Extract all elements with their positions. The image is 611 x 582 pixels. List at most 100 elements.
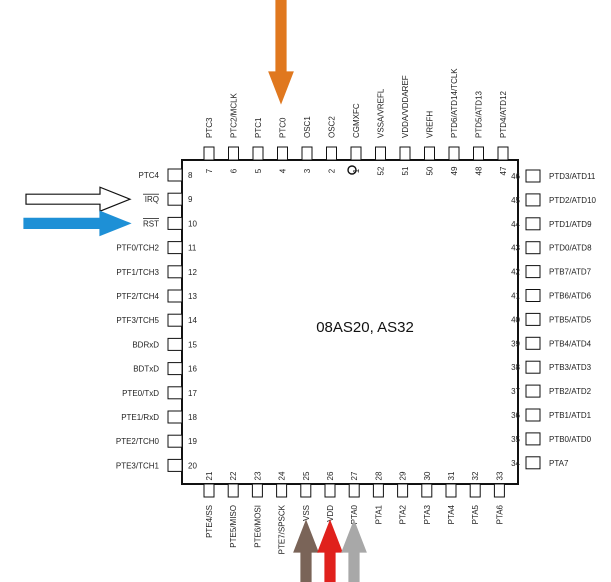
pin-number: 10	[188, 219, 197, 228]
pin-number: 23	[253, 471, 262, 480]
chip-label: 08AS20, AS32	[316, 319, 414, 336]
pin-box-left	[167, 458, 183, 472]
white-arrow-irq	[25, 186, 132, 213]
pin-box-left	[167, 362, 183, 376]
pin-number: 49	[450, 166, 459, 175]
pin-number: 17	[188, 389, 197, 398]
pin-box-bottom	[203, 483, 215, 498]
pin-number: 20	[188, 461, 197, 470]
pin-label: PTD6/ATD14/TCLK	[450, 68, 459, 138]
pin-box-top	[277, 146, 288, 161]
pin-box-bottom	[348, 483, 360, 498]
pin-label: PTF2/TCH4	[116, 292, 159, 301]
pin-number: 16	[188, 365, 197, 374]
pin-label: PTC3	[205, 117, 214, 138]
pin-number: 36	[511, 411, 520, 420]
pin-label: IRQ	[145, 195, 159, 204]
pin-label: PTF1/TCH3	[116, 268, 159, 277]
pin-label: PTD1/ATD9	[549, 220, 592, 229]
pin-box-right	[525, 336, 541, 350]
pin-label: PTB2/ATD2	[549, 387, 592, 396]
pin-box-bottom	[227, 483, 239, 498]
blue-arrow-rst	[23, 210, 132, 237]
chip-body	[181, 159, 519, 485]
pin-box-right	[525, 360, 541, 374]
pin-label: PTB3/ATD3	[549, 363, 592, 372]
pin-label: PTC2/MCLK	[230, 92, 239, 138]
pin-label: PTD4/ATD12	[499, 90, 508, 138]
red-arrow-vdd	[317, 519, 343, 582]
pin-box-top	[203, 146, 215, 161]
pin-label: VDD	[326, 505, 335, 522]
pin-box-left	[167, 216, 183, 230]
pin-box-top	[301, 146, 313, 161]
pin-box-right	[525, 193, 541, 207]
pin-number: 50	[426, 166, 435, 175]
pin-label: VDDA/VDDAREF	[401, 75, 410, 138]
pin-number: 35	[511, 435, 520, 444]
pin-label: OSC1	[303, 116, 312, 138]
pin-number: 2	[328, 168, 337, 173]
pin-box-right	[525, 384, 541, 398]
pin-label: PTD5/ATD13	[475, 90, 484, 138]
pin-number: 3	[303, 168, 312, 173]
pin-label: VREFH	[426, 111, 435, 138]
pin-label: PTE1/RxD	[121, 413, 159, 422]
pin-box-top	[497, 146, 509, 161]
pin1-marker-icon	[347, 165, 357, 175]
pin-box-left	[167, 265, 183, 279]
pin-box-left	[167, 313, 183, 327]
pin-number: 11	[188, 244, 197, 253]
pin-box-top	[228, 146, 239, 161]
pin-number: 31	[447, 471, 456, 480]
pin-number: 22	[229, 471, 238, 480]
pin-label: PTA4	[447, 504, 456, 524]
pin-label: PTA6	[495, 504, 504, 524]
pin-number: 45	[511, 196, 520, 205]
pin-number: 18	[188, 413, 197, 422]
pin-number: 34	[511, 459, 520, 468]
pin-number: 4	[279, 168, 288, 173]
orange-arrow-ptc0	[268, 0, 294, 105]
pin-box-bottom	[324, 483, 336, 498]
pin-box-right	[525, 289, 541, 302]
pin-label: PTA2	[399, 504, 408, 524]
pin-box-bottom	[493, 483, 505, 498]
pin-label: PTA7	[549, 459, 569, 468]
pin-box-bottom	[300, 483, 312, 498]
pin-number: 5	[254, 168, 263, 173]
pin-label: PTE7/SPSCK	[278, 504, 287, 554]
pin-box-right	[525, 456, 541, 470]
pin-label: OSC2	[328, 116, 337, 138]
pin-box-right	[525, 265, 541, 279]
pin-box-top	[326, 146, 337, 161]
pin-box-top	[375, 146, 386, 161]
brown-arrow-vss	[293, 519, 319, 582]
pin-number: 46	[511, 172, 520, 181]
pin-label: PTF0/TCH2	[116, 244, 159, 253]
pin-number: 14	[188, 316, 197, 325]
pin-label: RST	[143, 219, 159, 228]
pin-number: 42	[511, 268, 520, 277]
pin-number: 1	[352, 168, 361, 173]
pin-label: PTB5/ATD5	[549, 315, 592, 324]
pin-label: PTE2/TCH0	[116, 437, 160, 446]
pin-box-right	[525, 169, 541, 183]
pin-box-right	[525, 312, 541, 326]
pin-number: 41	[511, 292, 520, 301]
pin-label: PTC4	[139, 171, 160, 180]
pin-number: 48	[475, 166, 484, 175]
pin-number: 39	[511, 339, 520, 348]
pin-number: 27	[350, 471, 359, 480]
pin-box-top	[399, 146, 411, 161]
pin-number: 40	[511, 315, 520, 324]
pin-label: PTD2/ATD10	[549, 196, 597, 205]
pin-box-bottom	[397, 483, 409, 498]
pin-number: 12	[188, 268, 197, 277]
pin-label: VSS	[302, 505, 311, 521]
pin-label: PTB0/ATD0	[549, 435, 592, 444]
pin-box-bottom	[421, 483, 433, 498]
pin-label: PTD3/ATD11	[549, 172, 596, 181]
pin-number: 52	[377, 166, 386, 175]
pin-number: 32	[471, 471, 480, 480]
